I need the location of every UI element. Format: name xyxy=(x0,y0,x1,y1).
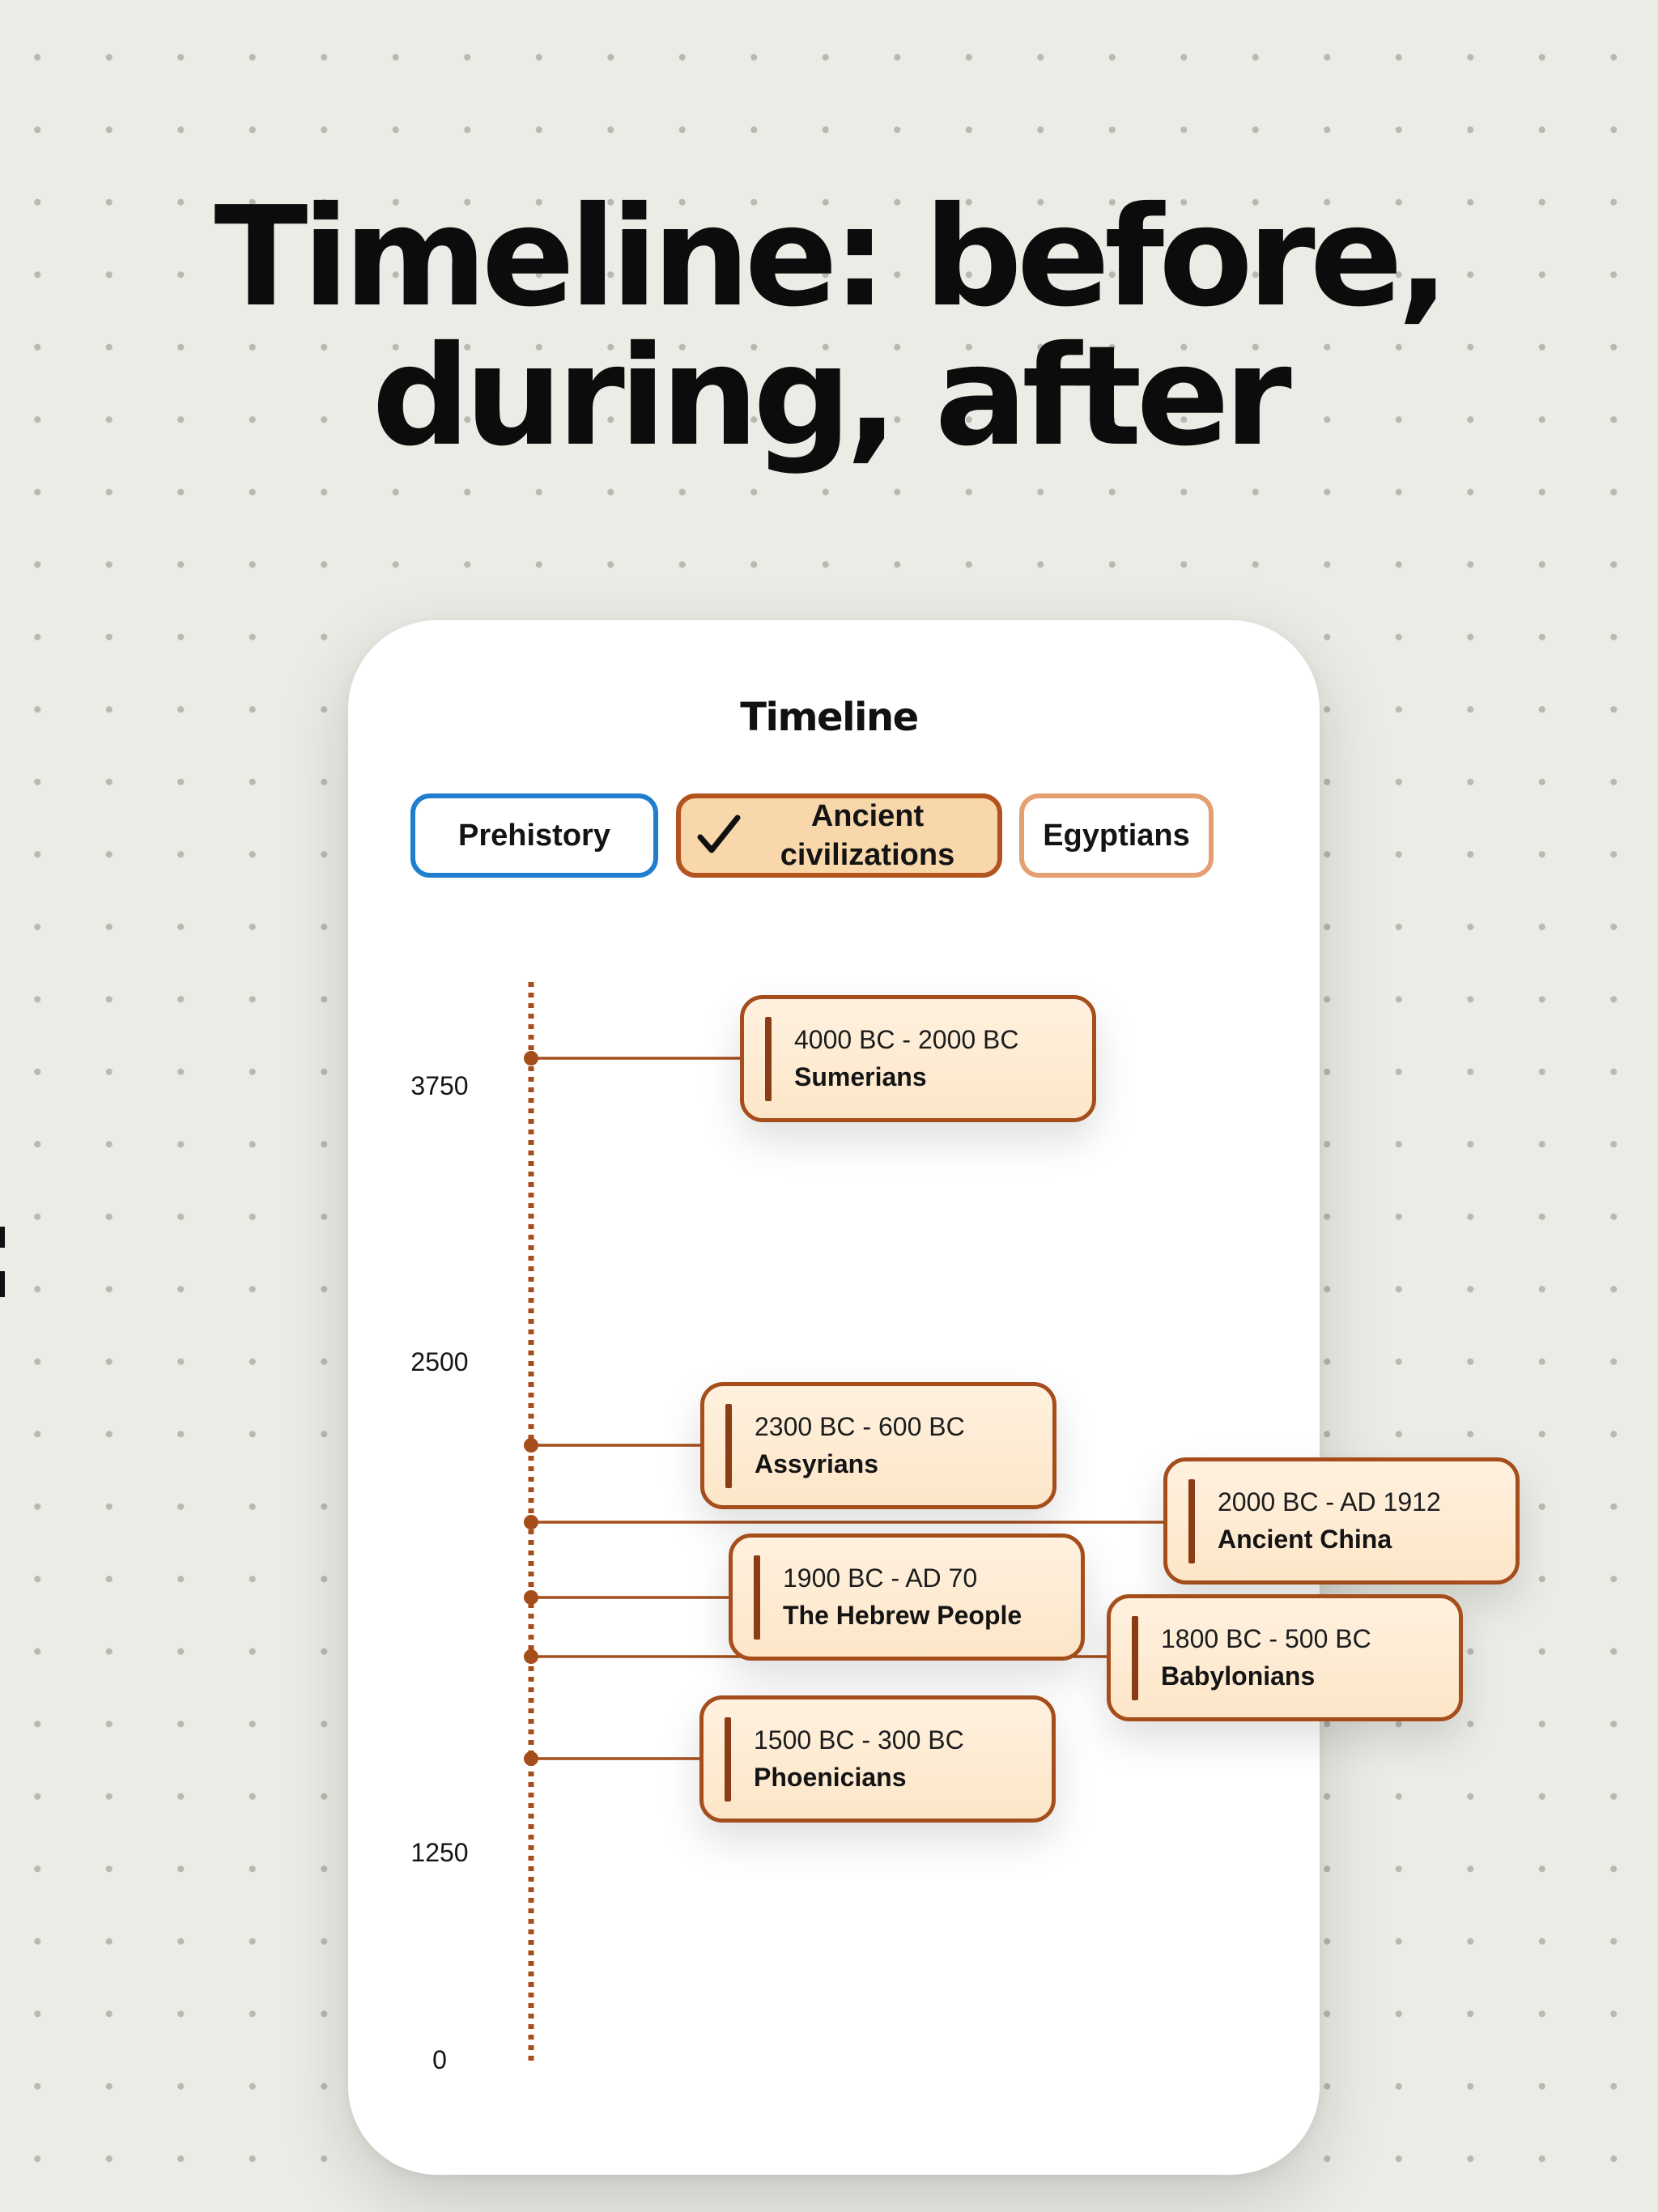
event-accent-bar xyxy=(1132,1616,1138,1700)
headline-line-1: Timeline: before, xyxy=(214,177,1449,338)
event-name: Babylonians xyxy=(1161,1661,1316,1691)
event-date: 1800 BC - 500 BC xyxy=(1161,1624,1371,1653)
event-name: Assyrians xyxy=(755,1449,878,1478)
event-name: Ancient China xyxy=(1218,1525,1392,1554)
event-date: 1500 BC - 300 BC xyxy=(754,1725,964,1755)
event-accent-bar xyxy=(754,1555,760,1640)
axis-tick-label: 1250 xyxy=(410,1838,469,1867)
event-accent-bar xyxy=(765,1017,772,1101)
event-date: 2300 BC - 600 BC xyxy=(755,1412,965,1441)
event-date: 4000 BC - 2000 BC xyxy=(794,1025,1019,1054)
event-name: Sumerians xyxy=(794,1062,927,1091)
axis-tick-label: 3750 xyxy=(410,1071,469,1100)
event-date: 2000 BC - AD 1912 xyxy=(1218,1487,1441,1516)
timeline-dot xyxy=(524,1515,538,1529)
page-headline: Timeline: before, during, after xyxy=(0,188,1658,466)
timeline-dot xyxy=(524,1751,538,1766)
event-card-phoenicians[interactable]: 1500 BC - 300 BC Phoenicians xyxy=(699,1695,1056,1823)
tab-ancient-civilizations[interactable]: Ancient civilizations xyxy=(676,793,1002,878)
event-card-hebrew-people[interactable]: 1900 BC - AD 70 The Hebrew People xyxy=(729,1534,1085,1661)
headline-line-2: during, after xyxy=(372,317,1291,477)
event-accent-bar xyxy=(725,1404,732,1488)
event-accent-bar xyxy=(725,1717,731,1802)
tab-label: Egyptians xyxy=(1043,819,1190,853)
tab-label: Ancient civilizations xyxy=(780,799,955,872)
timeline-dot xyxy=(524,1590,538,1605)
check-icon xyxy=(697,815,741,853)
event-date: 1900 BC - AD 70 xyxy=(783,1563,978,1593)
event-card-assyrians[interactable]: 2300 BC - 600 BC Assyrians xyxy=(700,1382,1056,1509)
edge-fragment xyxy=(0,1227,5,1248)
event-card-sumerians[interactable]: 4000 BC - 2000 BC Sumerians xyxy=(740,995,1096,1122)
tab-label: Prehistory xyxy=(458,819,610,853)
event-card-ancient-china[interactable]: 2000 BC - AD 1912 Ancient China xyxy=(1163,1457,1520,1585)
event-card-babylonians[interactable]: 1800 BC - 500 BC Babylonians xyxy=(1107,1594,1463,1721)
event-name: Phoenicians xyxy=(754,1763,907,1792)
timeline-dot xyxy=(524,1649,538,1664)
tab-prehistory[interactable]: Prehistory xyxy=(410,793,658,878)
event-accent-bar xyxy=(1188,1479,1195,1563)
axis-tick-label: 0 xyxy=(432,2045,447,2074)
edge-fragment xyxy=(0,1271,5,1297)
timeline-dot xyxy=(524,1051,538,1066)
card-title: Timeline xyxy=(740,695,919,740)
tab-egyptians[interactable]: Egyptians xyxy=(1019,793,1214,878)
axis-tick-label: 2500 xyxy=(410,1347,469,1376)
timeline-dot xyxy=(524,1438,538,1453)
event-name: The Hebrew People xyxy=(783,1601,1022,1630)
